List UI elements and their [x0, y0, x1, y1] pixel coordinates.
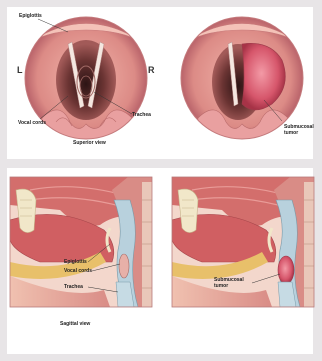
label-side-left: L	[17, 65, 23, 75]
caption-superior-view: Superior view	[73, 140, 106, 146]
label-side-right: R	[148, 65, 155, 75]
label-epiglottis-sagittal: Epiglottis	[64, 259, 87, 265]
label-tumor-sagittal: Submucosal tumor	[214, 277, 244, 289]
label-epiglottis-top: Epiglottis	[19, 13, 42, 19]
label-trachea-sagittal: Trachea	[64, 284, 83, 290]
label-vocal-cords-top: Vocal cords	[18, 120, 46, 126]
label-vocal-cords-sagittal: Vocal cords	[64, 268, 92, 274]
label-tumor-top: Submucosal tumor	[284, 124, 314, 136]
caption-sagittal-view: Sagittal view	[60, 321, 90, 327]
label-trachea-top: Trachea	[132, 112, 151, 118]
